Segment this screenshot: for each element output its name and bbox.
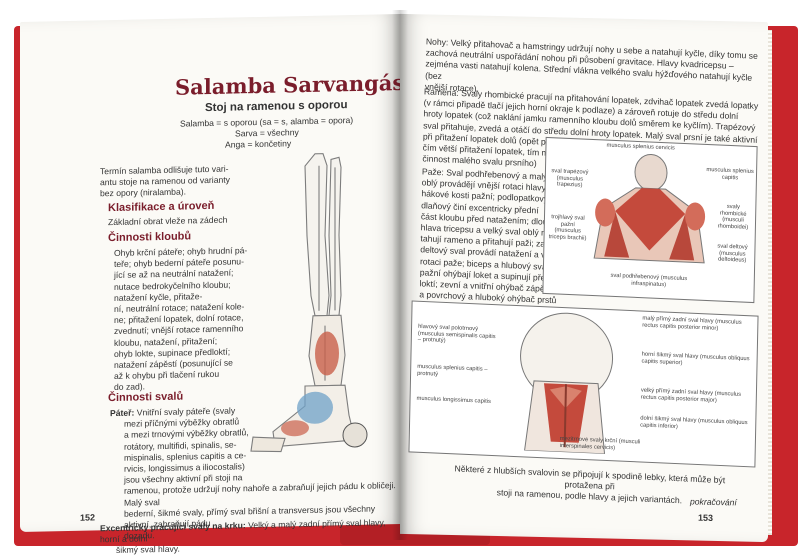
label-obliquus-superior: horní šikmý sval hlavy (musculus obliquu… (641, 351, 750, 366)
muscles-heading: Činnosti svalů (108, 390, 184, 405)
joints-text: Ohyb krční páteře; ohyb hrudní pá- teře;… (114, 245, 247, 393)
label-longissimus: musculus longissimus capitis (416, 395, 492, 405)
spine-line-text: Vnitřní svaly páteře (svaly (136, 405, 236, 418)
label-splenius-capitis: musculus splenius capitis (706, 166, 754, 181)
shoulderstand-figure (250, 153, 368, 453)
label-trapezius: sval trapézový (musculus trapezius) (551, 168, 589, 189)
joints-heading: Činnosti kloubů (108, 230, 192, 245)
right-page: Nohy: Velký přitahovač a hamstringy udrž… (400, 13, 768, 543)
intro-line-3: bez opory (niralamba). (100, 186, 186, 199)
label-splenius-capitis-cut: musculus splenius capitis – protnutý (417, 363, 488, 378)
pose-subtitle: Stoj na ramenou s oporou (205, 99, 348, 115)
gutter-shadow (392, 10, 408, 540)
neck-muscles-illustration (520, 312, 614, 455)
continued-footer: pokračování (690, 496, 737, 508)
label-rectus-major: velký přímý zadní sval hlavy (musculus r… (640, 387, 742, 404)
neck-muscles-figure: malý přímý zadní sval hlavy (musculus re… (408, 300, 759, 468)
label-deltoideus: sval deltový (musculus deltoideus) (717, 243, 748, 264)
left-page: Salamba Sarvangásana Stoj na ramenou s o… (20, 14, 447, 555)
eccentric-label: Excentricky pracující svaly na krku: (100, 520, 246, 534)
eccentric-text: Excentricky pracující svaly na krku: Vel… (100, 517, 400, 557)
page-number-left: 152 (80, 512, 96, 523)
shoulder-muscles-illustration (593, 154, 706, 264)
figure-head (342, 422, 368, 448)
label-semispinalis: hlavový sval polotrnový (musculus semisp… (417, 323, 496, 345)
classification-text: Základní obrat vleže na zádech (108, 214, 228, 228)
label-triceps: trojhlavý sval pažní (musculus triceps b… (548, 214, 587, 242)
muscle-highlights (281, 331, 339, 437)
spine-label: Páteř: (110, 407, 135, 419)
label-infraspinatus: sval podhřebenový (musculus infraspinatu… (610, 272, 688, 288)
page-number-right: 153 (698, 512, 714, 523)
label-rectus-minor: malý přímý zadní sval hlavy (musculus re… (642, 315, 742, 332)
classification-heading: Klasifikace a úroveň (108, 199, 215, 215)
label-rhomboids: svaly rhombické (musculi rhomboidei) (717, 203, 749, 231)
shoulder-muscles-figure: musculus splenius cervicis musculus sple… (542, 136, 758, 304)
label-obliquus-inferior: dolní šikmý sval hlavy (musculus obliquu… (640, 415, 748, 430)
